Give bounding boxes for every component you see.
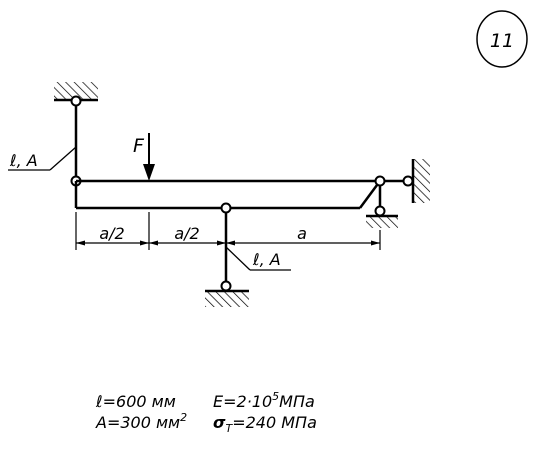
top-rod-label-text: ℓ, A [9,151,38,170]
right-beam-hinge [374,175,386,187]
dimension-right-label: a [297,224,307,243]
dimension-mid-label: a/2 [174,224,199,243]
bottom-rod-label: ℓ, A [225,246,291,271]
given-yield-stress: σT=240 МПа [213,413,317,435]
given-data: ℓ=600 мм A=300 мм2 E=2·105МПа σT=240 МПа [95,390,317,435]
bottom-rod-label-text: ℓ, A [252,250,281,269]
bottom-rod-hinge-upper [220,202,232,214]
rigid-beam [74,179,382,210]
right-pin-support [366,186,398,228]
force-label: F [133,135,145,157]
top-rod-hinge-upper [70,95,82,107]
top-rod-label: ℓ, A [8,146,77,171]
problem-number-badge: 11 [476,10,528,68]
problem-number-text: 11 [490,30,514,52]
dimension-left-label: a/2 [99,224,124,243]
force-arrow: F [133,133,155,181]
given-modulus: E=2·105МПа [213,390,315,411]
dimension-lines: a/2 a/2 a [75,212,381,250]
bottom-rod-hinge-lower [220,280,232,292]
given-length: ℓ=600 мм [95,392,176,411]
right-wall-support [384,159,430,203]
bottom-fixed-support [205,289,249,307]
given-area: A=300 мм2 [95,411,187,432]
